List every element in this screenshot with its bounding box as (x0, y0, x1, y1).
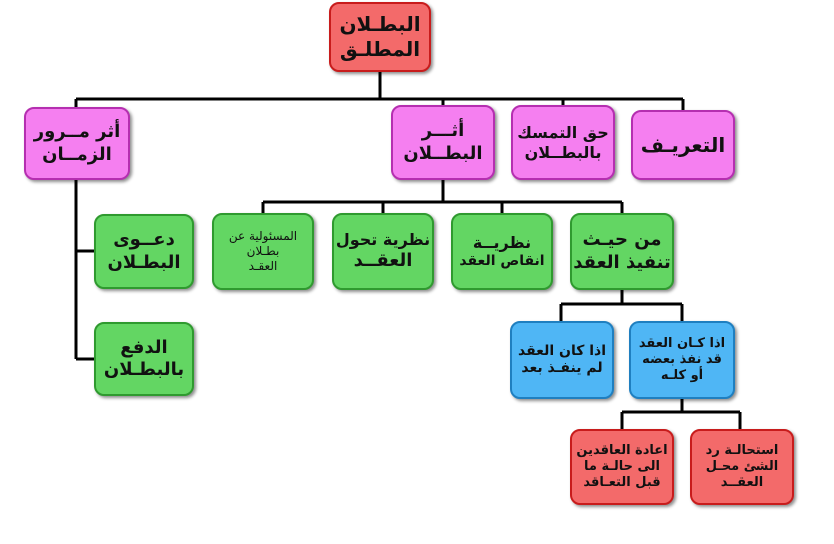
restore-line-3: قبل التعـاقد (583, 475, 661, 491)
root-node-absolute-nullity: البطـلان المطلـق (329, 2, 431, 72)
definition-label: التعريـف (640, 132, 726, 157)
node-definition: التعريـف (631, 110, 735, 180)
right-to-invoke-line-1: حق التمسك (517, 122, 609, 142)
nullity-plea-line-1: الدفع (120, 336, 168, 358)
node-restore-parties: اعادة العاقدين الى حالـة ما قبل التعـاقد (570, 429, 674, 505)
root-line-1: البطـلان (339, 12, 421, 36)
not-executed-line-1: اذا كان العقد (518, 342, 606, 359)
effect-of-time-line-1: أثر مــرور (33, 121, 121, 142)
node-contract-executed: اذا كـان العقد قد نفذ بعضه أو كلـه (629, 321, 735, 399)
effect-of-nullity-line-1: أثـــر (421, 120, 465, 141)
executed-line-3: أو كلـه (660, 368, 704, 384)
node-liability-for-nullity: المسئولية عن بطـلان العقـد (212, 213, 314, 290)
reduction-theory-line-2: انقاص العقد (459, 252, 545, 269)
liability-line-1: المسئولية عن (228, 229, 298, 243)
nullity-claim-line-2: البطـلان (107, 251, 181, 273)
conversion-theory-line-2: العقــد (353, 250, 413, 272)
reduction-theory-line-1: نظريــة (472, 232, 532, 252)
node-contract-not-executed: اذا كان العقد لم ينفـذ بعد (510, 321, 614, 399)
node-nullity-plea: الدفع بالبطـلان (94, 322, 194, 396)
restore-line-2: الى حالـة ما (584, 458, 660, 474)
node-conversion-theory: نظرية تحول العقــد (332, 213, 434, 290)
executed-line-1: اذا كـان العقد (638, 335, 726, 351)
executed-line-2: قد نفذ بعضه (642, 351, 722, 367)
liability-line-3: العقـد (248, 259, 278, 273)
effect-of-nullity-line-2: البطــلان (403, 142, 483, 164)
node-effect-of-nullity: أثـــر البطــلان (391, 105, 495, 180)
node-effect-of-time: أثر مــرور الزمــان (24, 107, 130, 180)
node-right-to-invoke-nullity: حق التمسك بالبطــلان (511, 105, 615, 180)
node-reduction-theory: نظريــة انقاص العقد (451, 213, 553, 290)
execution-line-2: تنفيذ العقد (573, 251, 671, 273)
restitution-line-2: الشئ محـل (705, 458, 779, 474)
node-nullity-claim: دعــوى البطـلان (94, 214, 194, 289)
effect-of-time-line-2: الزمــان (42, 143, 112, 165)
conversion-theory-line-1: نظرية تحول (335, 230, 431, 250)
restitution-line-3: العقــد (720, 475, 764, 491)
node-execution-of-contract: من حيـث تنفيذ العقد (570, 213, 674, 290)
right-to-invoke-line-2: بالبطــلان (524, 142, 602, 162)
not-executed-line-2: لم ينفـذ بعد (521, 360, 603, 376)
restitution-line-1: استحالـة رد (705, 442, 779, 458)
execution-line-1: من حيـث (582, 229, 662, 250)
nullity-claim-line-1: دعــوى (113, 229, 175, 250)
nullity-plea-line-2: بالبطـلان (103, 359, 185, 380)
restore-line-1: اعادة العاقدين (576, 442, 668, 458)
node-restitution-impossible: استحالـة رد الشئ محـل العقــد (690, 429, 794, 505)
liability-line-2: بطـلان (246, 244, 280, 258)
root-line-2: المطلـق (339, 37, 421, 61)
